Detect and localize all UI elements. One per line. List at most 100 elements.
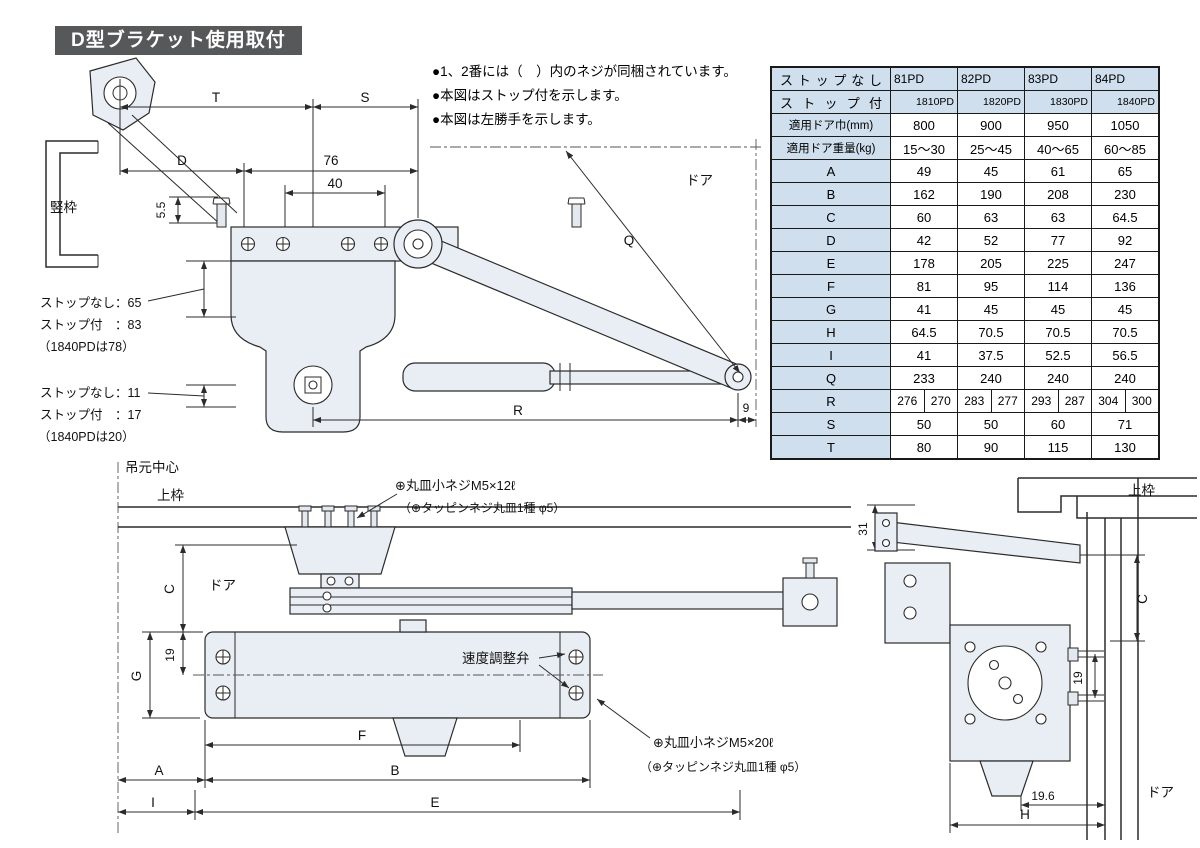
- spec-header-row-stop: ストップ付 1810PD 1820PD 1830PD 1840PD: [770, 90, 1160, 114]
- spec-row-label: E: [770, 251, 891, 275]
- spec-cell: 77: [1024, 228, 1092, 252]
- spec-cell: 60: [1024, 412, 1092, 436]
- note-line: ●本図は左勝手を示します。: [432, 112, 601, 127]
- arm-front: [289, 557, 838, 627]
- dim-label-19: 19: [163, 648, 177, 662]
- dim-label-F: F: [358, 728, 366, 743]
- spec-row-label: B: [770, 182, 891, 206]
- spec-row-label: 適用ドア巾(mm): [770, 113, 891, 137]
- dim-line-Q: [565, 150, 741, 374]
- spec-row-label: R: [770, 389, 891, 413]
- forearm-rod: [402, 362, 739, 392]
- header-label-stop: ストップ付: [770, 90, 891, 114]
- upper-frame-lines: [118, 506, 851, 528]
- dim-label-Q: Q: [624, 233, 635, 248]
- spec-cell: 56.5: [1091, 343, 1160, 367]
- dim-label-R: R: [513, 403, 523, 418]
- spec-cell: 49: [890, 159, 958, 183]
- dim-label-H: H: [1020, 807, 1030, 822]
- spec-cell: 60〜85: [1091, 136, 1160, 160]
- spec-cell: 45: [957, 297, 1025, 321]
- spec-cell: 950: [1024, 113, 1092, 137]
- spec-cell: 50: [890, 412, 958, 436]
- door-frame-lines: [1086, 478, 1139, 840]
- model-cell: 1810PD: [890, 90, 958, 114]
- stop-note: （1840PDは20）: [38, 430, 135, 444]
- spec-row-label: H: [770, 320, 891, 344]
- model-cell: 1840PD: [1091, 90, 1160, 114]
- spec-cell: 52.5: [1024, 343, 1092, 367]
- header-label-stopless: ストップなし: [770, 66, 891, 91]
- upper-frame-label: 上枠: [157, 488, 184, 503]
- spec-row-label: C: [770, 205, 891, 229]
- valve-arrow: [538, 664, 570, 689]
- side-view-diagram: 上枠 31: [856, 477, 1197, 840]
- vertical-frame: [45, 140, 99, 268]
- vertical-frame-label: 竪枠: [50, 200, 77, 215]
- dim-5-5: [169, 196, 218, 224]
- door-label: ドア: [1147, 785, 1174, 800]
- dims-left: [142, 544, 297, 719]
- dim-label-B: B: [390, 763, 399, 778]
- dim-label-9: 9: [743, 401, 750, 415]
- spec-row-label: Q: [770, 366, 891, 390]
- model-cell: 81PD: [890, 66, 958, 91]
- dim-label-31: 31: [856, 522, 870, 536]
- spec-cell: 45: [957, 159, 1025, 183]
- dim-label-T: T: [212, 90, 220, 105]
- stop-note: （1840PDは78）: [38, 340, 135, 354]
- closer-body: [230, 260, 396, 433]
- spec-row-label: D: [770, 228, 891, 252]
- spec-cell: 1050: [1091, 113, 1160, 137]
- spec-cell: 64.5: [1091, 205, 1160, 229]
- upper-frame-section: [1017, 477, 1197, 519]
- dim-label-19-6: 19.6: [1031, 789, 1055, 803]
- spec-cell: 240: [1024, 366, 1092, 390]
- dim-label-D: D: [177, 153, 187, 168]
- dim-label-19: 19: [1071, 671, 1085, 685]
- dim-label-E: E: [430, 795, 439, 810]
- dim-label-C: C: [1135, 594, 1150, 604]
- spec-table: ストップなし 81PD 82PD 83PD 84PD ストップ付 1810PD …: [770, 66, 1160, 460]
- spec-cell: 92: [1091, 228, 1160, 252]
- spec-cell: 60: [890, 205, 958, 229]
- dim-label-40: 40: [327, 176, 342, 191]
- hinge-center-label: 吊元中心: [125, 460, 179, 475]
- spec-cell: 40〜65: [1024, 136, 1092, 160]
- closer-body-front: [193, 619, 603, 757]
- spec-row-label: G: [770, 297, 891, 321]
- spec-row-label: S: [770, 412, 891, 436]
- screw-note-leader: [596, 698, 651, 739]
- dim-H: [949, 763, 1105, 833]
- spec-cell: 190: [957, 182, 1025, 206]
- d-bracket-front: [284, 526, 396, 589]
- closer-body-side: [949, 624, 1071, 797]
- spec-cell: 208: [1024, 182, 1092, 206]
- mounting-screws: [212, 197, 586, 228]
- spec-cell: 63: [1024, 205, 1092, 229]
- spec-cell: 130: [1091, 435, 1160, 460]
- model-cell: 83PD: [1024, 66, 1092, 91]
- dim-label-76: 76: [323, 153, 338, 168]
- screw-note-line: ⊕丸皿小ネジM5×20ℓ: [653, 735, 774, 750]
- spec-cell: 233: [890, 366, 958, 390]
- arm-pivot: [393, 219, 443, 269]
- spec-cell: 15〜30: [890, 136, 958, 160]
- screw-note-line: （⊕タッピンネジ丸皿1種 φ5）: [399, 501, 565, 515]
- door-screws: [1067, 647, 1104, 706]
